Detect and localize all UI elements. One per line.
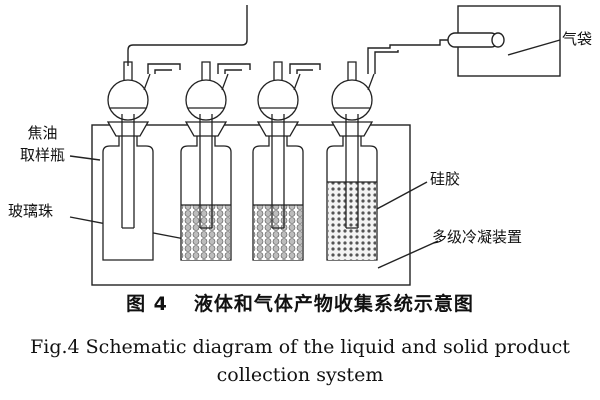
sampling-bottle (102, 61, 154, 261)
inlet-pipe (127, 5, 248, 66)
tar-bottle-leader (69, 155, 101, 161)
collection-system-diagram (69, 5, 561, 286)
label-silica-gel: 硅胶 (430, 170, 461, 188)
gas-bag (447, 32, 499, 48)
caption-cn: 图 4 液体和气体产物收集系统示意图 (0, 289, 600, 316)
caption-cn-text: 液体和气体产物收集系统示意图 (193, 293, 474, 315)
sampling-bottle (326, 61, 378, 261)
label-tar-bottle: 焦油 取样瓶 (20, 122, 65, 166)
silica-gel-leader (374, 181, 428, 211)
caption-en-line2: collection system (216, 364, 384, 386)
label-tar-bottle-text: 焦油 取样瓶 (20, 124, 66, 164)
caption-en-line1: Fig.4 Schematic diagram of the liquid an… (30, 336, 570, 358)
outlet-pipe (367, 39, 448, 74)
label-gas-bag: 气袋 (562, 30, 593, 48)
condenser-leader (377, 240, 439, 269)
caption-cn-fig: 图 4 (126, 293, 168, 315)
label-condenser: 多级冷凝装置 (432, 228, 523, 246)
sampling-bottle (180, 61, 232, 261)
sampling-bottle (252, 61, 304, 261)
gas-bag-leader (507, 39, 561, 56)
label-glass-beads: 玻璃珠 (8, 202, 54, 220)
